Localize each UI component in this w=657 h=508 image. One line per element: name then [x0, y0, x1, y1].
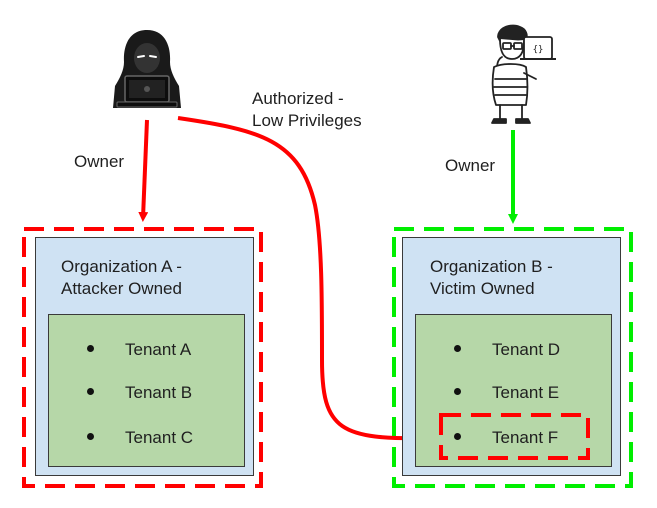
authorized-label: Authorized - Low Privileges — [252, 89, 362, 130]
developer-icon: {} — [491, 24, 556, 124]
svg-text:{}: {} — [533, 45, 544, 55]
org-a-tenant-box: Tenant A Tenant B Tenant C — [48, 314, 245, 467]
tenant-a: Tenant A — [87, 339, 191, 361]
tenant-b: Tenant B — [87, 382, 192, 404]
org-a-dashed-frame — [22, 227, 263, 488]
tenant-f: Tenant F — [454, 427, 558, 449]
tenant-label: Tenant C — [125, 428, 194, 447]
org-b-title: Organization B - Victim Owned — [430, 257, 553, 298]
bullet-icon — [454, 388, 461, 396]
tenant-label: Tenant E — [492, 383, 560, 402]
tenant-label: Tenant B — [125, 383, 193, 402]
tenant-label: Tenant A — [125, 340, 192, 359]
attacker-owner-label: Owner — [74, 152, 125, 171]
bullet-icon — [87, 345, 94, 353]
bullet-icon — [87, 388, 94, 396]
org-a-box: Organization A - Attacker Owned Tenant A… — [35, 237, 254, 476]
org-b-dashed-frame — [392, 227, 633, 488]
bullet-icon — [87, 433, 94, 441]
authorized-access-arrow — [177, 116, 434, 444]
tenant-d: Tenant D — [454, 339, 560, 361]
org-a-title: Organization A - Attacker Owned — [61, 257, 182, 298]
org-b-box: Organization B - Victim Owned Tenant D T… — [402, 237, 621, 476]
victim-owner-label: Owner — [445, 156, 496, 175]
bullet-icon — [454, 345, 461, 353]
attacker-owner-arrow — [138, 119, 149, 222]
org-b-tenant-box: Tenant D Tenant E Tenant F — [415, 314, 612, 467]
tenant-e: Tenant E — [454, 382, 559, 404]
hacker-icon — [113, 30, 181, 108]
tenant-label: Tenant D — [492, 340, 561, 359]
tenant-c: Tenant C — [87, 427, 193, 449]
tenant-label: Tenant F — [492, 428, 559, 447]
bullet-icon — [454, 433, 461, 441]
